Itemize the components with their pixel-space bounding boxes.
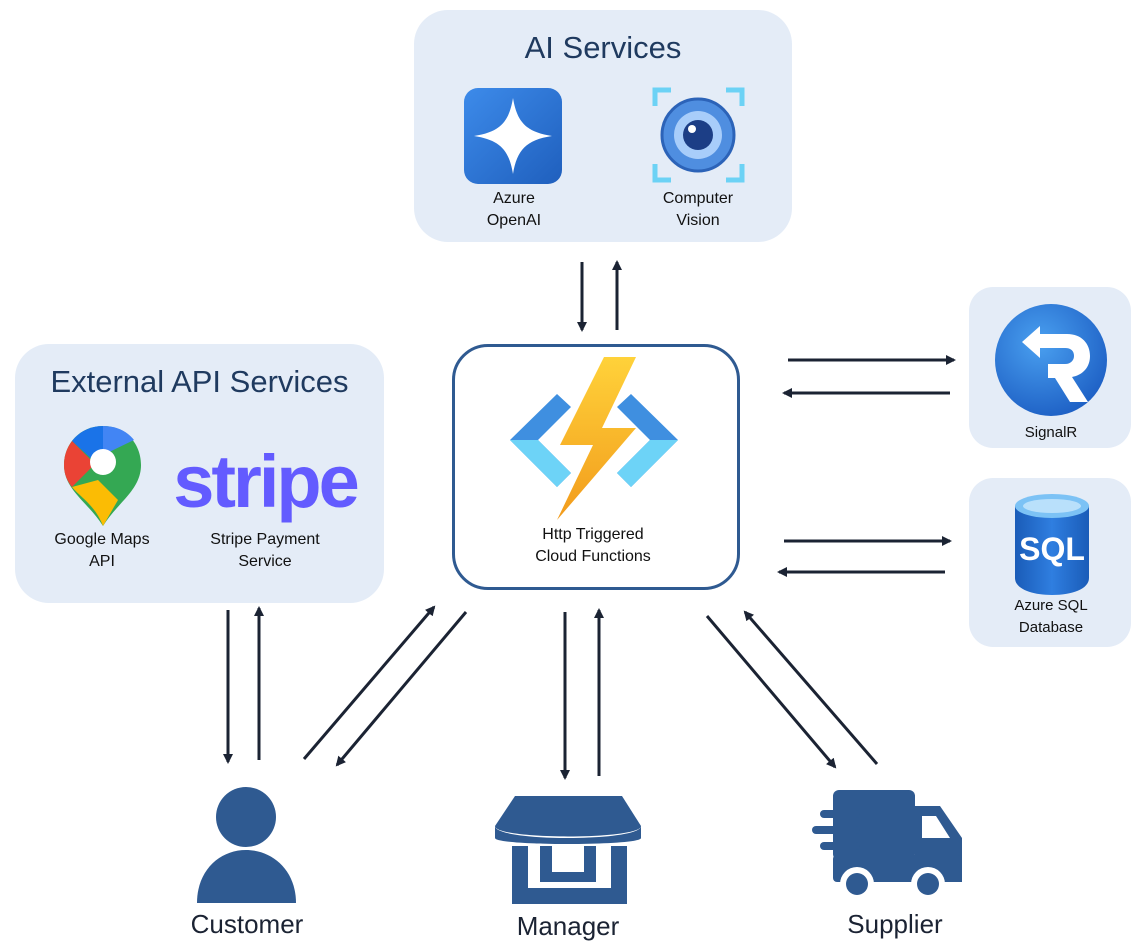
google-maps-label-line1: Google Maps xyxy=(54,531,150,548)
signalr-label: SignalR xyxy=(1024,424,1078,441)
sql-badge: SQL xyxy=(1019,531,1085,567)
arrow-customer-to-functions xyxy=(302,605,436,760)
google-maps-icon xyxy=(64,426,141,526)
azure-sql-label-line1: Azure SQL xyxy=(1014,597,1088,614)
supplier-truck-icon xyxy=(812,790,962,901)
stripe-label-line2: Service xyxy=(238,553,292,570)
stripe-logo: stripe xyxy=(173,440,357,523)
arrow-functions-to-supplier xyxy=(705,615,837,769)
stripe-label-line1: Stripe Payment xyxy=(210,531,320,548)
manager-store-icon xyxy=(495,796,641,904)
azure-openai-label: Azure OpenAI xyxy=(454,188,574,232)
computer-vision-label-line1: Computer xyxy=(662,190,734,207)
azure-openai-label-line2: OpenAI xyxy=(486,212,542,229)
computer-vision-label-line2: Vision xyxy=(676,212,720,229)
azure-sql-label-line2: Database xyxy=(1018,619,1084,636)
arrow-functions-to-customer xyxy=(335,611,468,767)
azure-sql-icon: SQL xyxy=(1015,494,1089,595)
computer-vision-label: Computer Vision xyxy=(638,188,758,232)
customer-label: Customer xyxy=(190,909,304,939)
cloud-functions-label-line1: Http Triggered xyxy=(542,526,644,543)
azure-openai-icon xyxy=(464,88,562,184)
stripe-label: Stripe Payment Service xyxy=(195,529,335,573)
ai-services-title: AI Services xyxy=(524,30,682,65)
computer-vision-icon xyxy=(652,87,745,183)
signalr-icon xyxy=(995,304,1107,416)
arrow-supplier-to-functions xyxy=(743,610,879,765)
google-maps-label: Google Maps API xyxy=(36,529,168,573)
manager-label: Manager xyxy=(516,911,620,941)
google-maps-label-line2: API xyxy=(89,553,115,570)
supplier-label: Supplier xyxy=(847,909,943,939)
cloud-functions-label-line2: Cloud Functions xyxy=(535,548,651,565)
arrows xyxy=(223,260,956,780)
cloud-functions-label: Http Triggered Cloud Functions xyxy=(493,524,693,568)
azure-openai-label-line1: Azure xyxy=(493,190,535,207)
customer-icon xyxy=(197,787,296,903)
external-api-title: External API Services xyxy=(50,364,349,399)
azure-functions-icon xyxy=(510,357,678,520)
azure-sql-label: Azure SQL Database xyxy=(991,595,1111,639)
